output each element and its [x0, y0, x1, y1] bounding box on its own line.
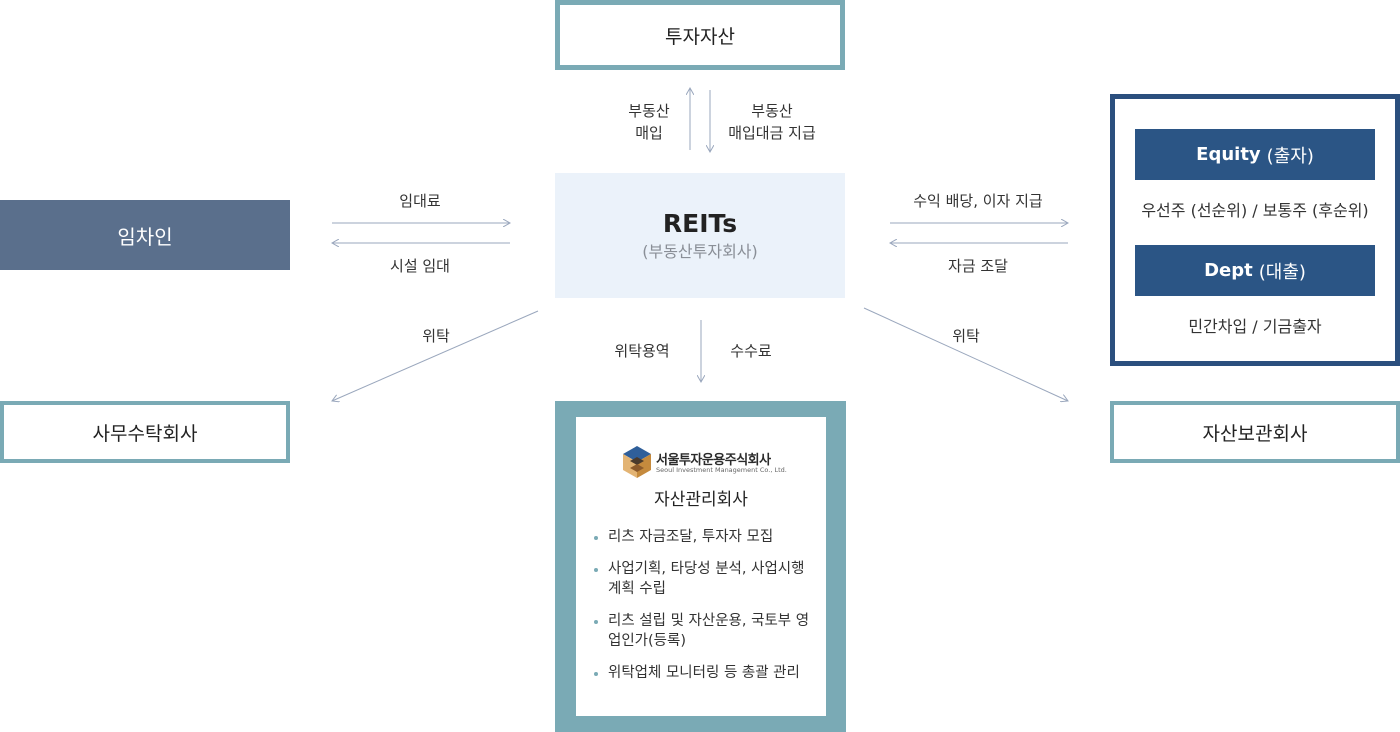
purchase-label-line2: 매입 [635, 124, 663, 142]
payment-label: 부동산 매입대금 지급 [716, 100, 828, 144]
purchase-label: 부동산 매입 [610, 100, 688, 144]
list-item: 리츠 설립 및 자산운용, 국토부 영업인가(등록) [592, 611, 822, 651]
amc-duties-list: 리츠 자금조달, 투자자 모집 사업기획, 타당성 분석, 사업시행 계획 수립… [592, 527, 822, 695]
office-trust-box: 사무수탁회사 [0, 401, 290, 463]
fee-label: 수수료 [730, 342, 772, 360]
rent-label: 임대료 [399, 192, 441, 210]
reits-title: REITs [662, 208, 738, 238]
reits-subtitle: (부동산투자회사) [642, 241, 758, 261]
company-logo: 서울투자운용주식회사 Seoul Investment Management C… [622, 445, 792, 481]
asset-management-company-box: 서울투자운용주식회사 Seoul Investment Management C… [555, 401, 846, 732]
equity-bar: Equity (출자) [1135, 129, 1375, 180]
tenant-box: 임차인 [0, 200, 290, 270]
equity-label: Equity [1196, 144, 1261, 165]
list-item: 리츠 자금조달, 투자자 모집 [592, 527, 822, 547]
dividend-label: 수익 배당, 이자 지급 [913, 192, 1043, 210]
asset-custody-label: 자산보관회사 [1202, 422, 1308, 445]
list-item: 사업기획, 타당성 분석, 사업시행 계획 수립 [592, 559, 822, 599]
payment-label-line2: 매입대금 지급 [728, 124, 816, 142]
debt-sub: (대출) [1258, 261, 1306, 283]
equity-sub: (출자) [1266, 145, 1314, 167]
consign-left-arrow [332, 310, 539, 401]
investment-asset-box: 투자자산 [555, 0, 845, 70]
investment-asset-label: 투자자산 [665, 25, 735, 48]
funding-label: 자금 조달 [948, 257, 1008, 275]
company-logo-icon [623, 446, 651, 478]
asset-custody-box: 자산보관회사 [1110, 401, 1400, 463]
company-logo-subtitle: Seoul Investment Management Co., Ltd. [656, 466, 787, 474]
tenant-label: 임차인 [117, 224, 173, 249]
amc-title: 자산관리회사 [654, 490, 748, 510]
debt-bar: Dept (대출) [1135, 245, 1375, 296]
purchase-label-line1: 부동산 [628, 102, 670, 120]
office-trust-label: 사무수탁회사 [92, 422, 198, 445]
consign-right-arrow [863, 307, 1068, 401]
consign-right-label: 위탁 [952, 327, 980, 345]
debt-label: Dept [1204, 260, 1253, 281]
lease-label: 시설 임대 [390, 257, 450, 275]
consign-left-label: 위탁 [422, 327, 450, 345]
equity-desc: 우선주 (선순위) / 보통주 (후순위) [1141, 201, 1369, 220]
amc-card: 서울투자운용주식회사 Seoul Investment Management C… [576, 417, 826, 716]
consign-service-label: 위탁용역 [614, 342, 670, 360]
debt-desc: 민간차입 / 기금출자 [1188, 317, 1322, 336]
list-item: 위탁업체 모니터링 등 총괄 관리 [592, 663, 822, 683]
payment-label-line1: 부동산 [751, 102, 793, 120]
financing-box: Equity (출자) 우선주 (선순위) / 보통주 (후순위) Dept (… [1110, 94, 1400, 366]
company-logo-name: 서울투자운용주식회사 [656, 453, 771, 468]
reits-box: REITs (부동산투자회사) [555, 173, 845, 298]
